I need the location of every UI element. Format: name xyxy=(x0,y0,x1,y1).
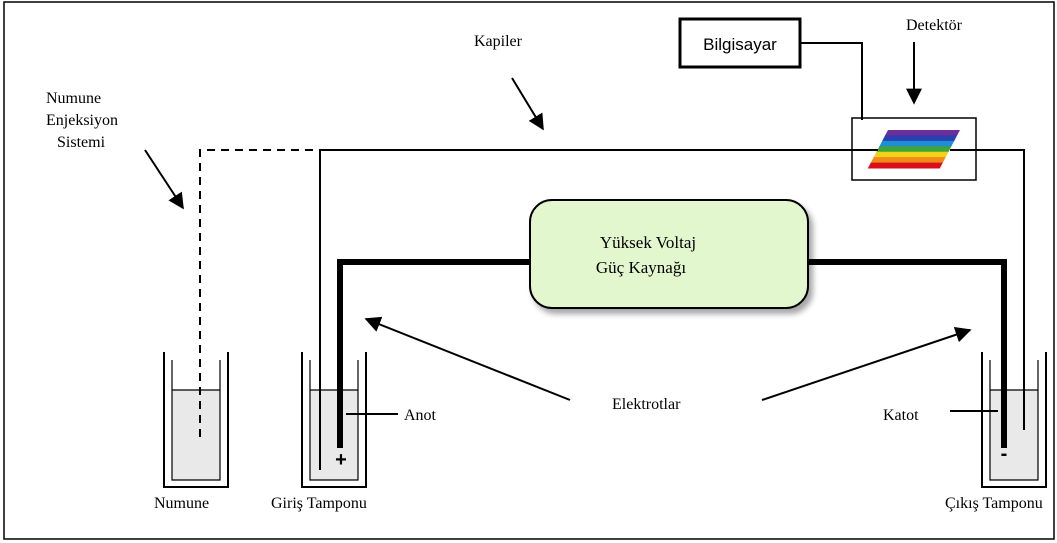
plus-sign: + xyxy=(335,449,347,471)
spectrum-band xyxy=(870,157,946,164)
sample-label: Numune xyxy=(154,495,209,512)
capillary-arrow xyxy=(511,77,544,131)
spectrum-band xyxy=(867,162,943,169)
cathode-wire xyxy=(806,259,1007,448)
cathode-label: Katot xyxy=(883,407,919,424)
power-supply-label-line2: Güç Kaynağı xyxy=(596,258,686,277)
computer-detector-connection xyxy=(800,42,863,120)
anode-label: Anot xyxy=(404,407,437,424)
spectrum-band xyxy=(873,151,949,158)
electrode-arrow-left xyxy=(364,316,571,401)
spectrum-band xyxy=(884,130,960,136)
inlet-buffer-label: Giriş Tamponu xyxy=(271,495,367,512)
capillary-tube xyxy=(319,149,1025,470)
inlet-buffer-beaker xyxy=(301,352,367,488)
sample-liquid xyxy=(172,390,220,480)
sample-injection-label-line1: Numune xyxy=(46,90,101,107)
outlet-buffer-label: Çıkış Tamponu xyxy=(945,495,1043,512)
electrode-arrow-right xyxy=(761,327,972,401)
detector-spectrum-icon xyxy=(867,130,960,169)
inlet-buffer-liquid xyxy=(310,390,358,480)
power-supply-box xyxy=(529,199,809,309)
electrodes-label: Elektrotlar xyxy=(612,396,681,413)
sample-injection-arrow xyxy=(144,149,184,210)
power-supply-label-line1: Yüksek Voltaj xyxy=(600,233,696,252)
sample-injection-label-line3: Sistemi xyxy=(57,134,106,151)
sample-injection-label-line2: Enjeksiyon xyxy=(46,112,118,129)
sample-beaker xyxy=(163,352,229,488)
spectrum-band xyxy=(882,135,958,142)
outlet-buffer-beaker xyxy=(981,352,1047,488)
computer-label: Bilgisayar xyxy=(703,35,777,54)
spectrum-band xyxy=(876,146,952,153)
outlet-buffer-liquid xyxy=(990,390,1038,480)
capillary-label: Kapiler xyxy=(474,33,523,50)
minus-sign: - xyxy=(1001,443,1008,465)
anode-wire xyxy=(337,259,534,448)
spectrum-band xyxy=(879,140,955,147)
sample-injection-line xyxy=(199,149,320,437)
detector-label: Detektör xyxy=(906,17,963,34)
